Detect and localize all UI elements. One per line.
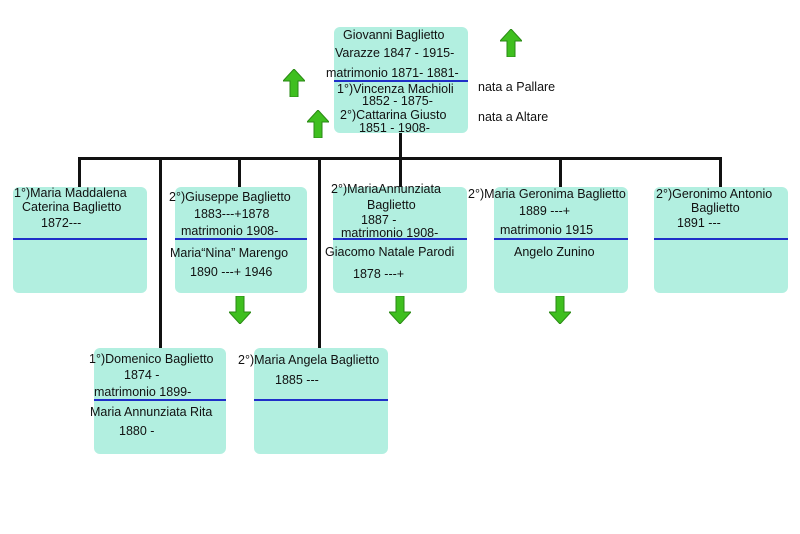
child-name: 1°)Maria Maddalena xyxy=(14,186,127,200)
child-card-geronimo-antonio[interactable] xyxy=(654,187,788,293)
spouse1-name: 1°)Vincenza Machioli xyxy=(337,82,454,96)
drop-line-4 xyxy=(559,157,562,187)
child-dates: 1874 - xyxy=(124,368,160,382)
child-name: 2°)Giuseppe Baglietto xyxy=(169,190,291,204)
drop-line-1 xyxy=(78,157,81,187)
root-dates: Varazze 1847 - 1915- xyxy=(335,46,455,60)
arrow-down-icon[interactable] xyxy=(549,296,571,324)
arrow-down-icon[interactable] xyxy=(389,296,411,324)
root-connector xyxy=(399,133,402,159)
child-dates: 1883---+1878 xyxy=(194,207,270,221)
child-marriage: matrimonio 1908- xyxy=(341,226,439,240)
child-card-domenico[interactable] xyxy=(94,348,226,454)
child-name: 2°)Maria Geronima Baglietto xyxy=(468,187,626,201)
spouse1-place: nata a Pallare xyxy=(478,80,556,94)
child-name: 2°)Geronimo Antonio xyxy=(656,187,773,201)
drop-line-5 xyxy=(719,157,722,187)
child-card-maria-maddalena[interactable] xyxy=(13,187,147,293)
root-name: Giovanni Baglietto xyxy=(343,28,445,42)
child-spouse: Angelo Zunino xyxy=(514,245,595,259)
child-dates: 1887 - xyxy=(361,213,397,227)
arrow-down-icon[interactable] xyxy=(229,296,251,324)
arrow-up-icon[interactable] xyxy=(500,29,522,57)
child-marriage: matrimonio 1915 xyxy=(500,223,594,237)
child-dates: 1891 --- xyxy=(677,216,721,230)
root-marriage: matrimonio 1871- 1881- xyxy=(326,66,459,80)
child-separator xyxy=(254,399,388,401)
child-dates: 1889 ---+ xyxy=(519,204,571,218)
child-spouse: Giacomo Natale Parodi xyxy=(325,245,455,259)
drop-line-domenico xyxy=(159,157,162,350)
child-card-giuseppe[interactable] xyxy=(175,187,307,293)
spouse2-place: nata a Altare xyxy=(478,110,549,124)
arrow-up-icon[interactable] xyxy=(283,69,305,97)
child-separator xyxy=(94,399,226,401)
child-spouse-dates: 1880 - xyxy=(119,424,155,438)
child-card-maria-geronima[interactable] xyxy=(494,187,628,293)
child-name-cont: Baglietto xyxy=(691,201,740,215)
child-spouse: Maria Annunziata Rita xyxy=(90,405,213,419)
child-name: 2°)Maria Angela Baglietto xyxy=(238,353,380,367)
child-name: 1°)Domenico Baglietto xyxy=(89,352,214,366)
child-separator xyxy=(654,238,788,240)
child-dates: 1885 --- xyxy=(275,373,319,387)
spouse2-dates: 1851 - 1908- xyxy=(359,121,430,135)
spouse2-name: 2°)Cattarina Giusto xyxy=(340,108,447,122)
child-marriage: matrimonio 1908- xyxy=(181,224,279,238)
child-name: 2°)MariaAnnunziata xyxy=(331,182,441,196)
child-separator xyxy=(494,238,628,240)
drop-line-maria-angela xyxy=(318,157,321,350)
child-spouse-dates: 1878 ---+ xyxy=(353,267,405,281)
arrow-up-icon[interactable] xyxy=(307,110,329,138)
child-spouse-dates: 1890 ---+ 1946 xyxy=(190,265,273,279)
child-marriage: matrimonio 1899- xyxy=(94,385,192,399)
child-spouse: Maria“Nina” Marengo xyxy=(170,246,289,260)
root-separator xyxy=(334,80,468,82)
child-separator xyxy=(13,238,147,240)
drop-line-2 xyxy=(238,157,241,187)
child-name-cont: Baglietto xyxy=(367,198,416,212)
child-separator xyxy=(175,238,307,240)
spouse1-dates: 1852 - 1875- xyxy=(362,94,433,108)
child-card-maria-angela[interactable] xyxy=(254,348,388,454)
child-card-maria-annunziata[interactable] xyxy=(333,187,467,293)
child-separator xyxy=(333,238,467,240)
drop-line-3 xyxy=(399,157,402,187)
child-name-cont: Caterina Baglietto xyxy=(22,200,122,214)
child-dates: 1872--- xyxy=(41,216,82,230)
